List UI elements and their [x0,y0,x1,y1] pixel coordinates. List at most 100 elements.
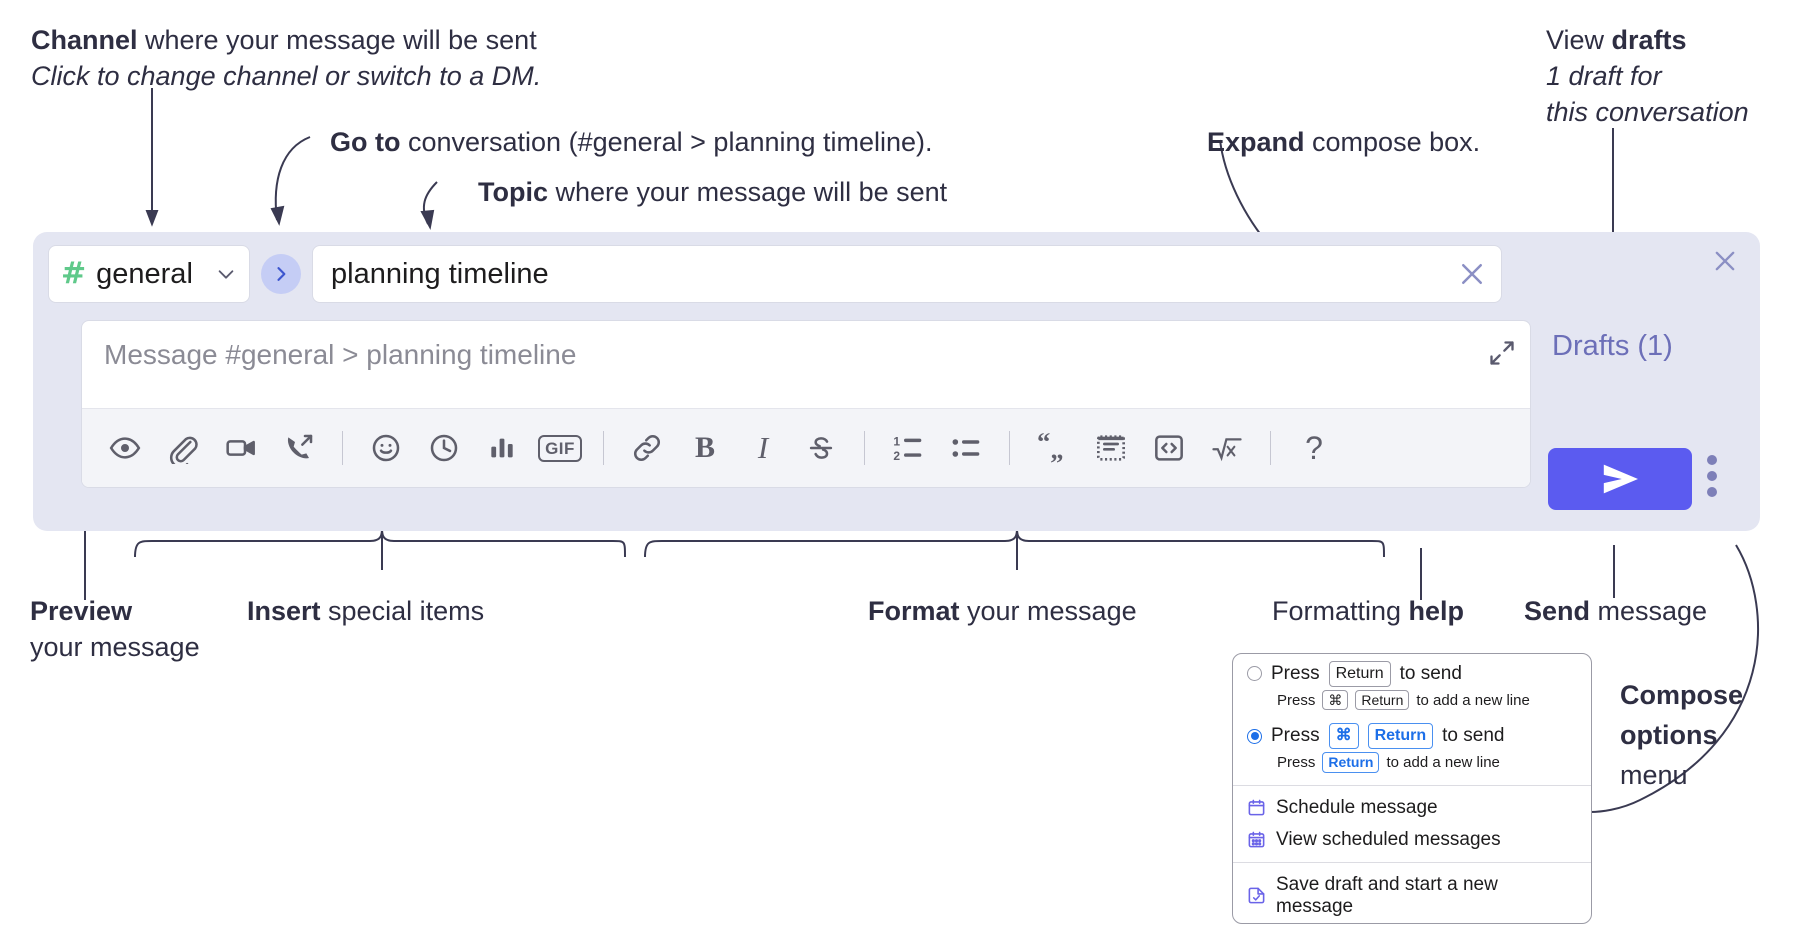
annotation-drafts-bold: drafts [1611,25,1687,55]
annotation-channel-rest: where your message will be sent [137,25,537,55]
schedule-button[interactable] [419,423,469,473]
formatting-help-button[interactable]: ? [1289,423,1339,473]
send-paper-plane-icon [1603,464,1638,494]
annotation-goto-bold: Go to [330,127,401,157]
annotation-insert-rest: special items [320,596,485,626]
bold-button[interactable]: B [680,423,730,473]
video-camera-icon [226,440,255,456]
chevron-down-icon [215,263,237,285]
annotation-preview: Preview your message [30,593,200,665]
annotation-insert: Insert special items [247,593,484,629]
menu-option-1-sub: Press Return to add a new line [1233,751,1591,779]
topic-clear-button[interactable] [1457,259,1487,289]
bullet-list-icon [952,439,980,457]
italic-button[interactable]: I [738,423,788,473]
annotation-format: Format your message [868,593,1137,629]
option-suffix: to send [1399,662,1462,684]
option-suffix: to send [1442,725,1505,747]
blockquote-button[interactable]: “ „ [1028,423,1078,473]
bullet-list-button[interactable] [941,423,991,473]
compose-header-row: # general planning timeline [48,245,1502,303]
code-block-icon [1097,435,1125,461]
topic-value: planning timeline [331,257,549,290]
annotation-help-bold: help [1408,596,1465,626]
expand-icon [1490,341,1514,365]
smiley-icon [372,434,400,462]
eye-icon [109,437,141,459]
menu-item-schedule-message[interactable]: Schedule message [1233,792,1591,824]
emoji-button[interactable] [361,423,411,473]
annotation-channel: Channel where your message will be sent … [31,22,541,94]
annotation-channel-bold: Channel [31,25,138,55]
svg-text:„: „ [1050,435,1063,464]
annotation-format-rest: your message [959,596,1137,626]
menu-option-cmd-return-to-send[interactable]: Press ⌘ Return to send [1233,716,1591,751]
key-return: Return [1322,752,1380,773]
bold-icon: B [694,431,715,464]
radio-icon-selected [1247,728,1262,744]
annotation-preview-bold: Preview [30,596,133,626]
italic-icon: I [757,430,769,465]
channel-name: general [96,257,193,290]
hash-icon: # [61,256,87,291]
key-command: ⌘ [1322,689,1349,711]
sub-suffix: to add a new line [1416,691,1530,709]
key-command: ⌘ [1328,723,1359,750]
preview-button[interactable] [100,423,150,473]
key-return: Return [1355,689,1410,711]
separator-1 [342,431,343,465]
strikethrough-button[interactable] [796,423,846,473]
topic-input[interactable]: planning timeline [312,245,1502,303]
compose-options-button[interactable] [1707,455,1717,497]
math-button[interactable] [1202,423,1252,473]
annotation-send: Send message [1524,593,1707,629]
option-prefix: Press [1271,725,1320,747]
message-box: Message #general > planning timeline [81,320,1531,488]
svg-text:“: “ [1037,432,1050,457]
message-input[interactable]: Message #general > planning timeline [82,321,1530,409]
gif-button[interactable]: GIF [535,423,585,473]
attach-button[interactable] [158,423,208,473]
menu-item-save-draft[interactable]: Save draft and start a new message [1233,869,1591,923]
key-return: Return [1367,723,1434,750]
sub-prefix: Press [1277,691,1316,709]
ordered-list-icon: 1 2 [893,434,922,463]
svg-text:1: 1 [893,434,900,448]
goto-conversation-button[interactable] [261,254,301,294]
send-button[interactable] [1548,448,1692,510]
inline-code-button[interactable] [1144,423,1194,473]
message-placeholder: Message #general > planning timeline [104,339,577,370]
annotation-goto: Go to conversation (#general > planning … [330,124,933,160]
annotation-drafts-line3: this conversation [1546,97,1749,127]
close-icon [1462,264,1482,284]
annotation-expand-rest: compose box. [1304,127,1481,157]
menu-option-return-to-send[interactable]: Press Return to send [1233,654,1591,689]
separator-2 [603,431,604,465]
annotation-compose-bold2: options [1620,720,1718,750]
sub-suffix: to add a new line [1386,754,1500,772]
more-vertical-icon-dot-2 [1707,471,1717,481]
annotation-preview-rest: your message [30,632,200,662]
annotation-drafts-plain: View [1546,25,1612,55]
annotation-topic-bold: Topic [478,177,548,207]
menu-divider-2 [1233,861,1591,863]
poll-button[interactable] [477,423,527,473]
more-vertical-icon-dot-1 [1707,455,1717,465]
annotation-expand-bold: Expand [1207,127,1305,157]
annotation-drafts-line2: 1 draft for [1546,61,1662,91]
ordered-list-button[interactable]: 1 2 [883,423,933,473]
panel-close-button[interactable] [1708,244,1742,278]
strikethrough-icon [809,437,833,459]
video-button[interactable] [216,423,266,473]
radio-icon [1247,666,1262,682]
link-button[interactable] [622,423,672,473]
drafts-link[interactable]: Drafts (1) [1552,330,1673,362]
annotation-insert-bold: Insert [247,596,321,626]
huddle-button[interactable] [274,423,324,473]
menu-divider-1 [1233,784,1591,786]
channel-selector[interactable]: # general [48,245,250,303]
menu-item-view-scheduled-messages[interactable]: View scheduled messages [1233,824,1591,856]
calendar-icon [1248,800,1265,816]
code-block-button[interactable] [1086,423,1136,473]
expand-compose-button[interactable] [1488,339,1516,367]
